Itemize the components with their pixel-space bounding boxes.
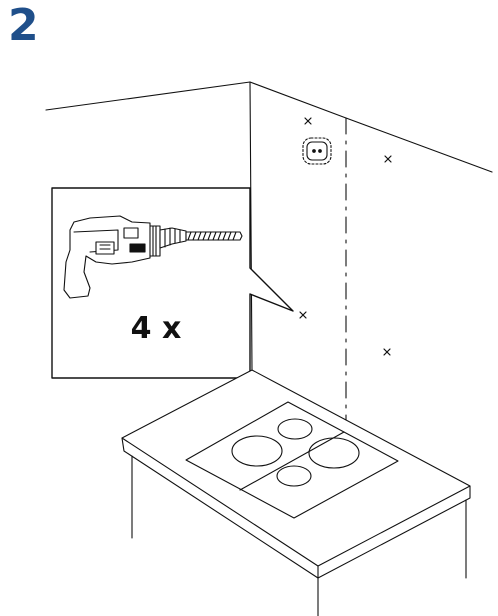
drill-mark-icon — [304, 117, 312, 125]
room-walls — [45, 81, 493, 421]
quantity-label: 4 x — [130, 311, 182, 346]
drill-mark-icon — [384, 155, 392, 163]
drill-mark-icon — [383, 348, 391, 356]
step-number: 2 — [8, 0, 39, 51]
wall-socket-icon — [302, 137, 332, 165]
drill-icon — [63, 215, 243, 299]
drill-mark-icon — [299, 311, 307, 319]
induction-hob-icon — [185, 401, 399, 519]
